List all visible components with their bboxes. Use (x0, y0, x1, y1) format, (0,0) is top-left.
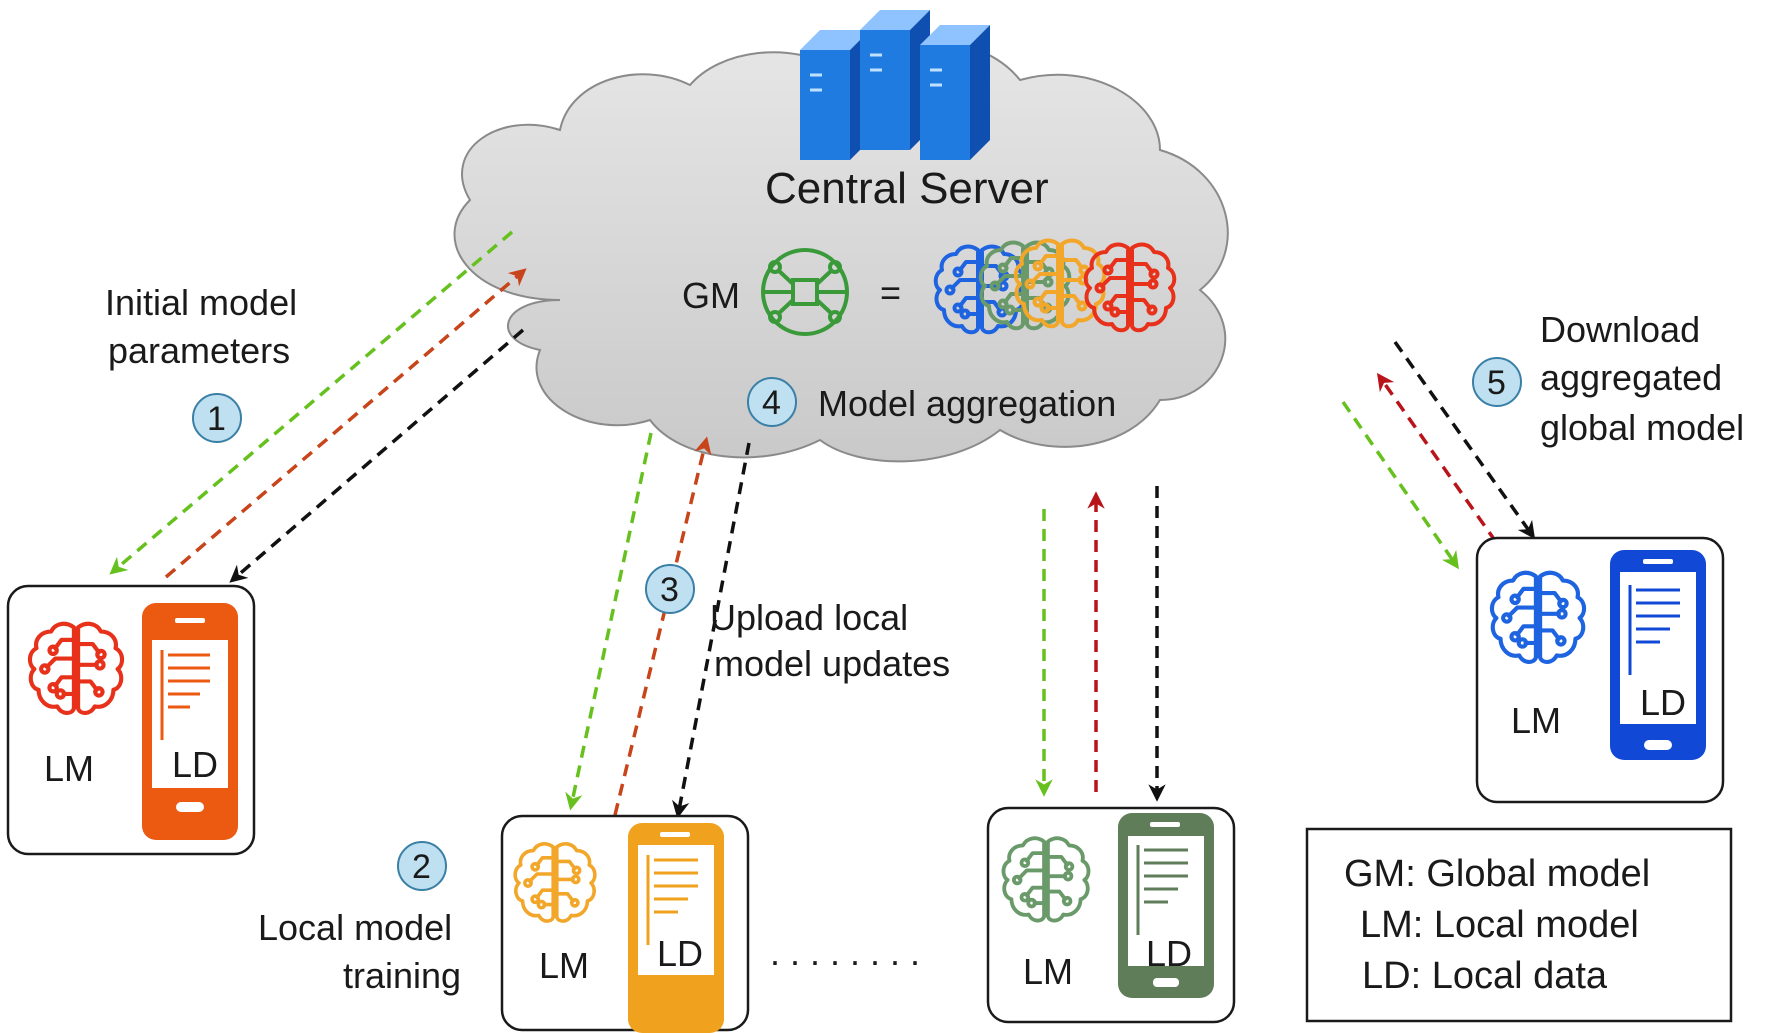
server-icon (800, 10, 990, 160)
step-5-line-2: aggregated (1540, 357, 1722, 398)
step-1-line-2: parameters (108, 330, 290, 371)
arrow-d4-down-green (1341, 401, 1459, 570)
device-3: LM LD (986, 806, 1236, 1024)
global-model-icon (761, 248, 849, 336)
step-2-badge (397, 841, 447, 891)
phone-icon (1118, 813, 1214, 998)
step-5-badge (1472, 357, 1522, 407)
legend: GM: Global model LM: Local model LD: Loc… (1305, 827, 1733, 1023)
step-2-line-2: training (343, 955, 461, 996)
legend-ld: LD: Local data (1362, 955, 1608, 997)
legend-lm: LM: Local model (1360, 904, 1639, 946)
arrow-d1-down-black (229, 328, 525, 583)
step-4-label: Model aggregation (818, 383, 1116, 424)
arrow-d4-up-red (1376, 372, 1498, 544)
device-2-ld: LD (657, 933, 703, 974)
arrow-d2-down-black (672, 442, 751, 819)
step-5-line-1: Download (1540, 309, 1700, 350)
device-1: LM LD (6, 584, 256, 856)
cloud (453, 40, 1229, 463)
equals-sign: = (880, 272, 901, 313)
phone-icon (628, 823, 724, 1033)
device-3-lm: LM (1023, 951, 1073, 992)
server-title: Central Server (765, 164, 1049, 213)
step-1: Initial model parameters 1 (105, 282, 297, 443)
arrow-d1-down-green (109, 230, 514, 575)
arrow-d2-up-orange (613, 436, 712, 816)
step-3-line-1: Upload local (710, 597, 908, 638)
arrows (109, 230, 1536, 819)
arrow-d2-down-green (565, 432, 653, 811)
step-2: 2 Local model training (258, 841, 461, 996)
arrow-d1-up-orange (164, 268, 527, 579)
step-3-line-2: model updates (714, 643, 950, 684)
step-4: 4 Model aggregation (747, 377, 1116, 427)
device-4-ld: LD (1640, 682, 1686, 723)
phone-icon (142, 603, 238, 840)
step-3: 3 Upload local model updates (645, 564, 950, 684)
step-5-line-3: global model (1540, 407, 1744, 448)
gm-label: GM (682, 275, 740, 316)
device-3-ld: LD (1146, 933, 1192, 974)
ellipsis: . . . . . . . . (770, 932, 920, 973)
step-5-number: 5 (1487, 364, 1506, 402)
step-4-badge (747, 377, 797, 427)
device-2: LM LD (500, 814, 750, 1033)
step-4-number: 4 (762, 384, 781, 422)
device-4-lm: LM (1511, 700, 1561, 741)
step-1-badge (192, 393, 242, 443)
device-1-ld: LD (172, 744, 218, 785)
step-3-badge (645, 564, 695, 614)
step-1-line-1: Initial model (105, 282, 297, 323)
device-4: LM LD (1475, 536, 1725, 804)
step-2-line-1: Local model (258, 907, 452, 948)
device-1-lm: LM (44, 748, 94, 789)
step-1-number: 1 (207, 400, 226, 438)
step-3-number: 3 (660, 571, 679, 609)
legend-gm: GM: Global model (1344, 853, 1650, 895)
device-2-lm: LM (539, 945, 589, 986)
phone-icon (1610, 550, 1706, 760)
step-2-number: 2 (412, 848, 431, 886)
step-5: 5 Download aggregated global model (1472, 309, 1744, 448)
